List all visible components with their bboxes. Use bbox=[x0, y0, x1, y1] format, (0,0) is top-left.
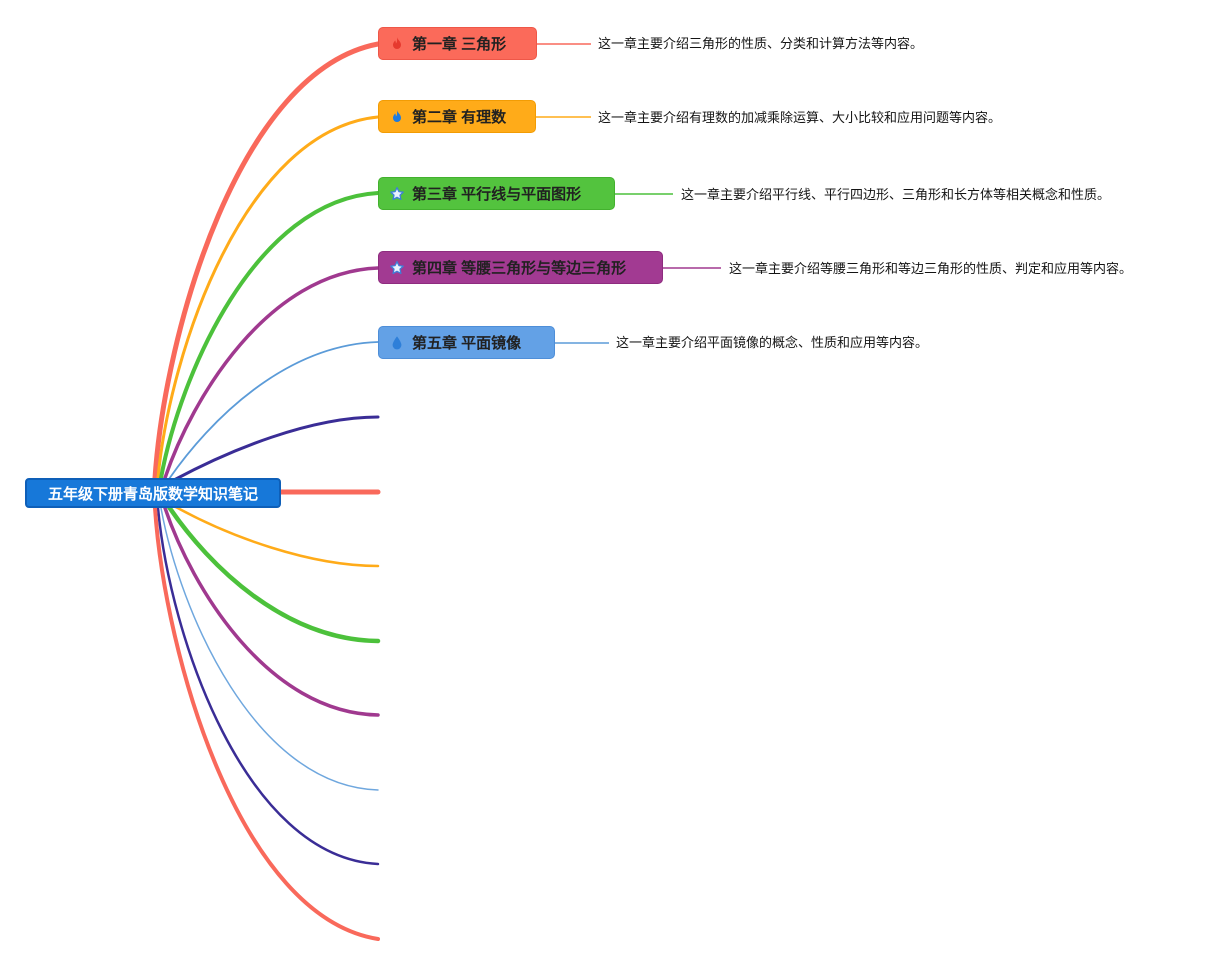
root-node-label: 五年级下册青岛版数学知识笔记 bbox=[47, 485, 258, 503]
drop-icon bbox=[389, 335, 405, 351]
chapter-node-3[interactable]: 第三章 平行线与平面图形 bbox=[378, 177, 615, 210]
chapter-node-4[interactable]: 第四章 等腰三角形与等边三角形 bbox=[378, 251, 663, 284]
chapter-label: 第一章 三角形 bbox=[412, 36, 507, 53]
branch-curve-10 bbox=[163, 506, 380, 717]
branch-curve-3 bbox=[159, 191, 380, 480]
branch-curve-11 bbox=[160, 507, 379, 791]
root-node[interactable]: 五年级下册青岛版数学知识笔记 bbox=[25, 478, 281, 508]
branch-curve-4 bbox=[163, 266, 380, 480]
chapter-description-5[interactable]: 这一章主要介绍平面镜像的概念、性质和应用等内容。 bbox=[616, 335, 929, 350]
chapter-label: 第四章 等腰三角形与等边三角形 bbox=[412, 260, 627, 277]
chapter-node-2[interactable]: 第二章 有理数 bbox=[378, 100, 536, 133]
chapter-label: 第二章 有理数 bbox=[412, 109, 507, 126]
chapter-label: 第三章 平行线与平面图形 bbox=[412, 186, 582, 203]
branch-curve-2 bbox=[156, 115, 380, 480]
chapter-description-3[interactable]: 这一章主要介绍平行线、平行四边形、三角形和长方体等相关概念和性质。 bbox=[681, 187, 1111, 202]
branch-curve-1 bbox=[152, 41, 381, 481]
branch-curve-9 bbox=[166, 504, 381, 644]
chapter-node-1[interactable]: 第一章 三角形 bbox=[378, 27, 537, 60]
chapter-label: 第五章 平面镜像 bbox=[412, 335, 522, 352]
branch-curve-5 bbox=[168, 341, 379, 480]
branch-curve-8 bbox=[172, 504, 380, 568]
flame-icon bbox=[389, 109, 405, 125]
star-icon bbox=[389, 186, 405, 202]
chapter-node-5[interactable]: 第五章 平面镜像 bbox=[378, 326, 555, 359]
chapter-description-4[interactable]: 这一章主要介绍等腰三角形和等边三角形的性质、判定和应用等内容。 bbox=[729, 261, 1133, 276]
star-icon bbox=[389, 260, 405, 276]
chapter-description-1[interactable]: 这一章主要介绍三角形的性质、分类和计算方法等内容。 bbox=[598, 36, 924, 51]
branch-curve-13 bbox=[153, 506, 380, 941]
flame-icon bbox=[389, 36, 405, 52]
branch-curve-12 bbox=[156, 506, 380, 866]
chapter-description-2[interactable]: 这一章主要介绍有理数的加减乘除运算、大小比较和应用问题等内容。 bbox=[598, 110, 1002, 125]
branch-curve-6 bbox=[172, 415, 380, 482]
